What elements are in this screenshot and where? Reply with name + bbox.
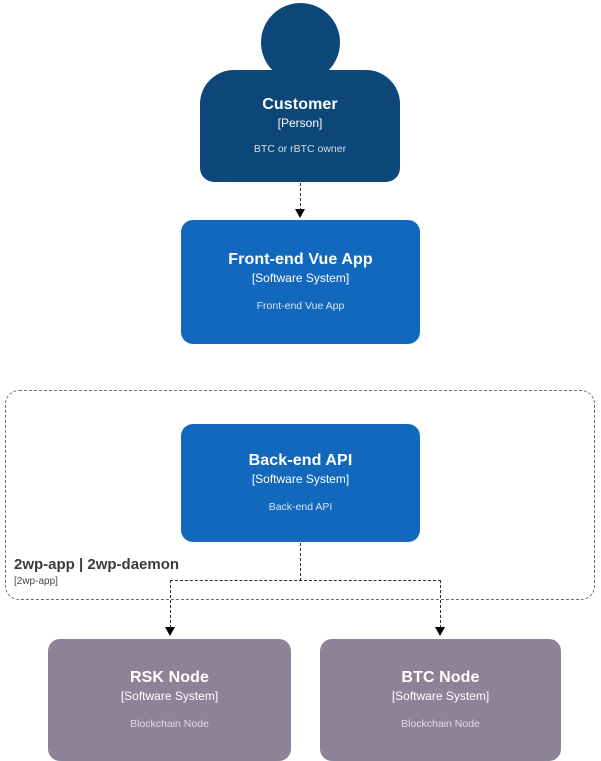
system-boundary-2wp-app	[5, 390, 595, 600]
node-customer-type: [Person]	[277, 115, 323, 130]
node-backend-title: Back-end API	[248, 451, 353, 469]
arrowhead-icon	[295, 209, 305, 218]
boundary-title: 2wp-app | 2wp-daemon	[14, 556, 180, 573]
node-customer-title: Customer	[262, 95, 338, 113]
node-rsk-description: Blockchain Node	[130, 717, 209, 730]
arrowhead-icon	[165, 627, 175, 636]
node-btc-description: Blockchain Node	[401, 717, 480, 730]
node-frontend-description: Front-end Vue App	[256, 299, 345, 312]
arrowhead-icon	[435, 627, 445, 636]
node-backend-description: Back-end API	[268, 500, 333, 513]
node-rsk-title: RSK Node	[129, 668, 210, 686]
node-frontend-type: [Software System]	[251, 270, 350, 285]
node-rsk-node[interactable]: RSK Node [Software System] Blockchain No…	[48, 639, 291, 761]
node-backend-api[interactable]: Back-end API [Software System] Back-end …	[181, 424, 420, 542]
node-backend-type: [Software System]	[251, 471, 350, 486]
node-customer-description: BTC or rBTC owner	[253, 142, 347, 155]
node-btc-title: BTC Node	[401, 668, 480, 686]
node-frontend-vue-app[interactable]: Front-end Vue App [Software System] Fron…	[181, 220, 420, 344]
node-btc-node[interactable]: BTC Node [Software System] Blockchain No…	[320, 639, 561, 761]
system-boundary-label: 2wp-app | 2wp-daemon [2wp-app]	[14, 556, 179, 588]
node-customer[interactable]: Customer [Person] BTC or rBTC owner	[200, 70, 400, 182]
node-frontend-title: Front-end Vue App	[228, 250, 373, 268]
boundary-type: [2wp-app]	[14, 576, 58, 587]
node-btc-type: [Software System]	[391, 688, 490, 703]
person-head-icon	[261, 3, 340, 82]
node-rsk-type: [Software System]	[120, 688, 219, 703]
connector-line	[300, 183, 301, 211]
